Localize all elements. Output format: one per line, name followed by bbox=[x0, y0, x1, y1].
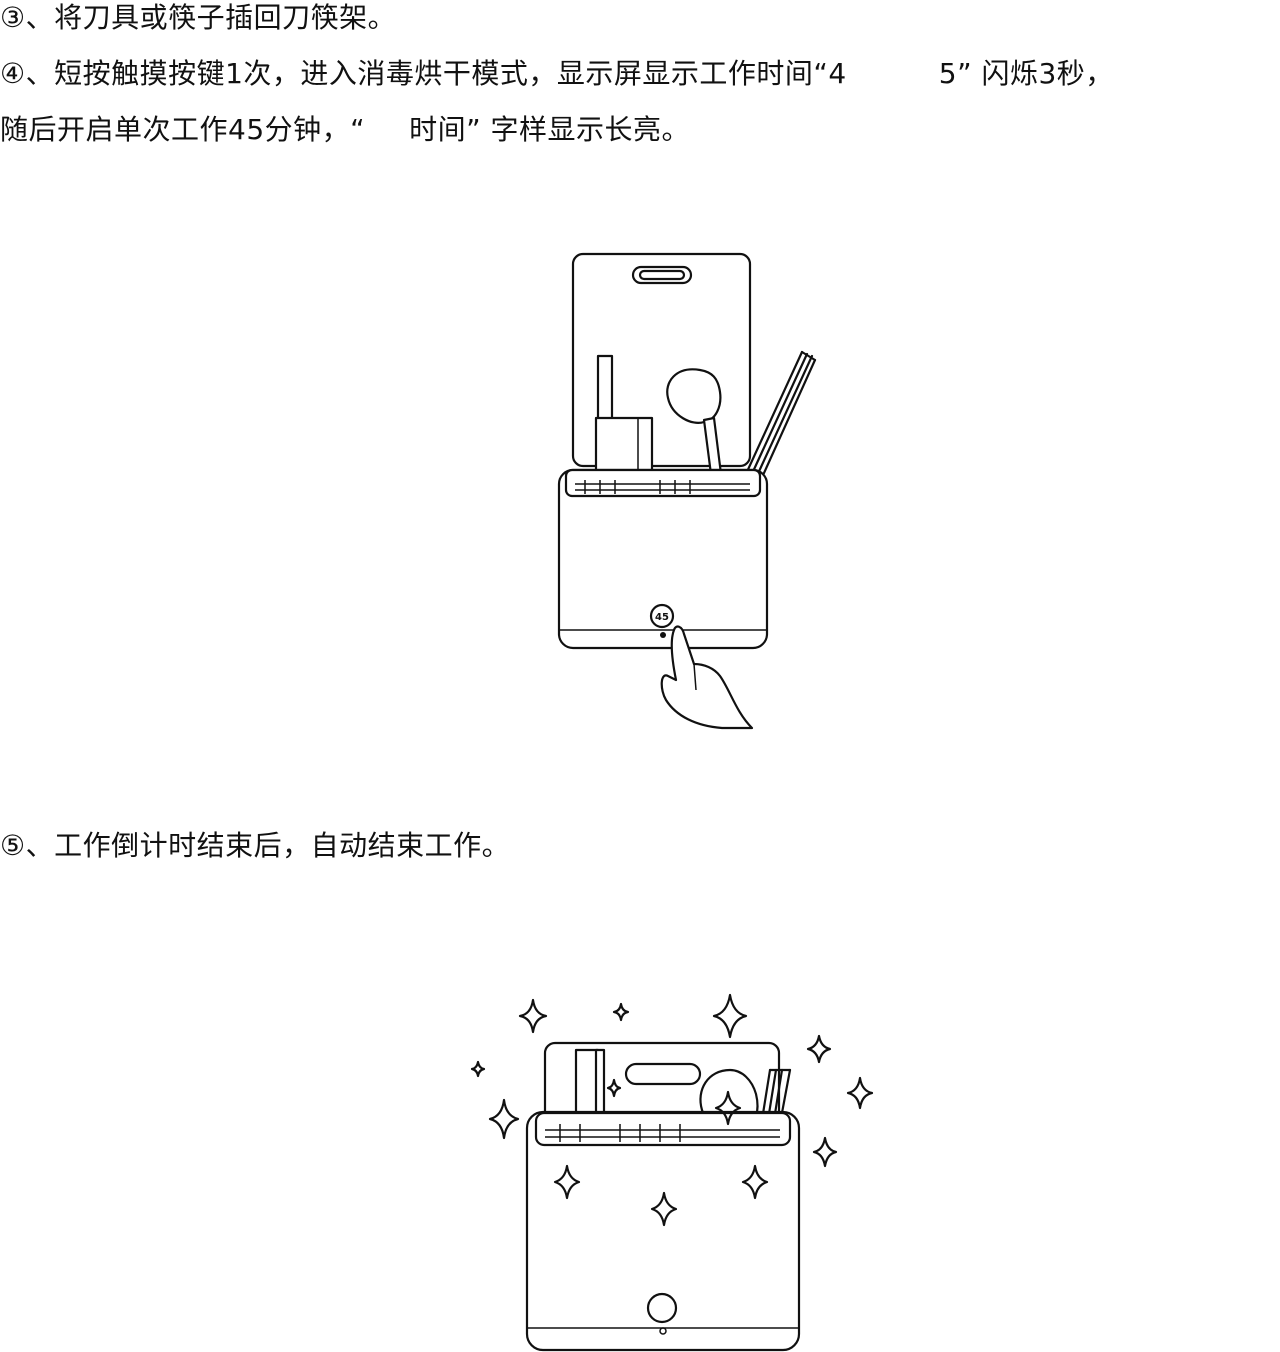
sparkle-icon bbox=[741, 1164, 769, 1200]
sparkle-icon bbox=[470, 1060, 486, 1078]
pressing-hand bbox=[660, 625, 754, 730]
display-ring bbox=[646, 1292, 678, 1324]
sparkle-icon bbox=[518, 998, 548, 1034]
sparkles bbox=[470, 993, 874, 1227]
sparkle-icon bbox=[650, 1191, 678, 1227]
base-rim bbox=[534, 1111, 792, 1147]
step-4-part-1: ④、短按触摸按键1次，进入消毒烘干模式，显示屏显示工作时间“4 bbox=[0, 57, 847, 90]
chopsticks bbox=[738, 350, 817, 495]
display-ring bbox=[649, 603, 675, 629]
sparkle-icon bbox=[488, 1098, 520, 1140]
sterilizer-open-illustration: 45 bbox=[557, 252, 817, 730]
step-3-label: ③、将刀具或筷子插回刀筷架。 bbox=[0, 1, 397, 34]
sparkle-icon bbox=[812, 1136, 838, 1168]
display-value: 45 bbox=[655, 612, 669, 623]
step-5-label: ⑤、工作倒计时结束后，自动结束工作。 bbox=[0, 829, 511, 862]
sterilizer-clean-illustration bbox=[470, 993, 874, 1352]
sparkle-icon bbox=[714, 1090, 742, 1126]
base-rim bbox=[564, 468, 762, 498]
lid-handle bbox=[631, 265, 693, 285]
step-3-text: ③、将刀具或筷子插回刀筷架。 bbox=[0, 0, 396, 36]
power-button-icon bbox=[660, 632, 666, 638]
sparkle-icon bbox=[553, 1164, 581, 1200]
grill bbox=[545, 1124, 780, 1142]
sparkle-icon bbox=[712, 993, 748, 1039]
sparkle-icon bbox=[606, 1078, 622, 1098]
step-4-text-line-2: 随后开启单次工作45分钟，“ 时间” 字样显示长亮。 bbox=[0, 112, 690, 148]
step-4-part-4: 时间” 字样显示长亮。 bbox=[409, 113, 691, 146]
sparkle-icon bbox=[806, 1034, 832, 1064]
step-5-text: ⑤、工作倒计时结束后，自动结束工作。 bbox=[0, 828, 510, 864]
lid-handle bbox=[624, 1062, 702, 1086]
step-4-part-2: 5” 闪烁3秒， bbox=[938, 57, 1114, 90]
sparkle-icon bbox=[846, 1076, 874, 1110]
step-4-part-3: 随后开启单次工作45分钟，“ bbox=[0, 113, 366, 146]
step-4-text-line-1: ④、短按触摸按键1次，进入消毒烘干模式，显示屏显示工作时间“4 5” 闪烁3秒， bbox=[0, 56, 1114, 92]
sparkle-icon bbox=[612, 1002, 630, 1022]
grill bbox=[575, 480, 750, 494]
power-button-icon bbox=[659, 1327, 667, 1335]
